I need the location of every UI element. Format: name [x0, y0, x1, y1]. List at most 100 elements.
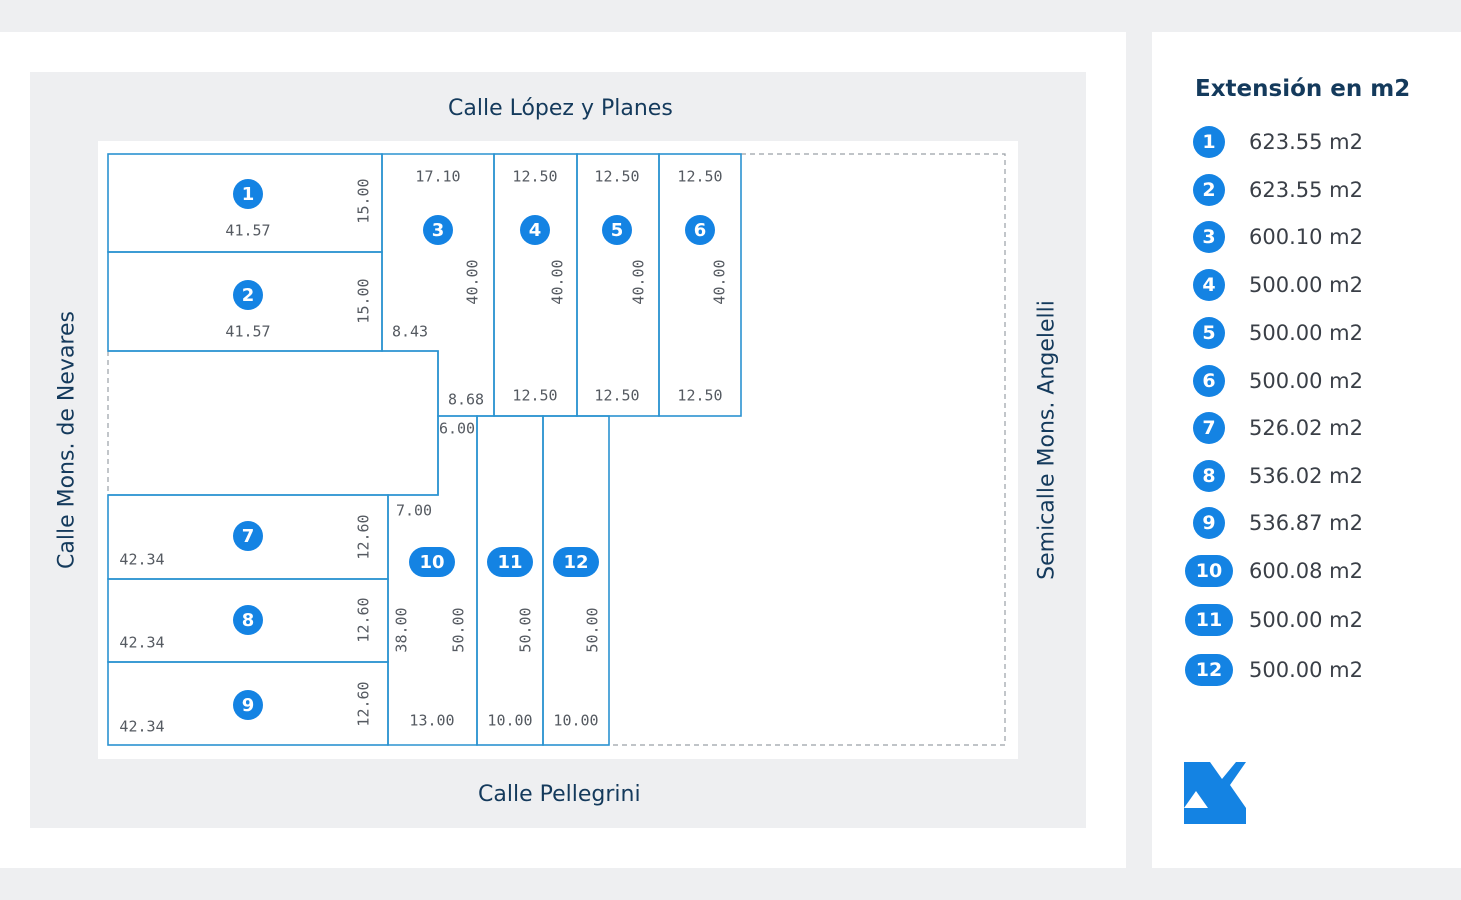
- measurements-layer: 41.5715.0041.5715.0017.1040.008.438.6812…: [119, 168, 728, 736]
- legend-lot-badge: 5: [1193, 317, 1225, 349]
- svg-text:8: 8: [242, 610, 255, 631]
- lot-3-measure: 8.43: [392, 323, 428, 341]
- lot-11-measure: 10.00: [487, 712, 532, 730]
- legend-lot-badge: 9: [1193, 507, 1225, 539]
- z-brand-logo-icon: [1184, 762, 1246, 824]
- legend-item-lot-12: 12 500.00 m2: [1185, 650, 1435, 690]
- lot-8-measure: 42.34: [119, 634, 164, 652]
- svg-text:9: 9: [242, 695, 255, 716]
- lot-1-measure: 15.00: [355, 178, 373, 223]
- lot-5-measure: 12.50: [594, 387, 639, 405]
- lot-4-badge[interactable]: 4: [520, 215, 550, 245]
- svg-text:4: 4: [529, 220, 542, 241]
- lot-7-badge[interactable]: 7: [233, 521, 263, 551]
- lot-7-measure: 42.34: [119, 551, 164, 569]
- lot-10-badge[interactable]: 10: [409, 547, 455, 577]
- legend-lot-badge: 1: [1193, 126, 1225, 158]
- lot-8-measure: 12.60: [355, 597, 373, 642]
- lot-6-measure: 12.50: [677, 168, 722, 186]
- street-label-bottom: Calle Pellegrini: [478, 782, 641, 807]
- lot-9-measure: 12.60: [355, 681, 373, 726]
- lot-6-measure: 40.00: [711, 259, 729, 304]
- svg-text:1: 1: [242, 184, 255, 205]
- lot-2-measure: 15.00: [355, 278, 373, 323]
- legend-lot-badge: 8: [1193, 460, 1225, 492]
- legend-lot-badge: 12: [1185, 654, 1233, 686]
- svg-text:2: 2: [242, 285, 255, 306]
- legend-item-lot-11: 11 500.00 m2: [1185, 600, 1435, 640]
- common-area-outline: [108, 350, 439, 496]
- logo-shape: [1184, 762, 1246, 824]
- legend-lot-area: 500.00 m2: [1249, 321, 1363, 345]
- legend-item-lot-9: 9 536.87 m2: [1185, 503, 1435, 543]
- legend-lot-area: 623.55 m2: [1249, 178, 1363, 202]
- lot-1-badge[interactable]: 1: [233, 179, 263, 209]
- street-label-top: Calle López y Planes: [448, 96, 673, 121]
- lot-5-badge[interactable]: 5: [602, 215, 632, 245]
- legend-lot-area: 536.02 m2: [1249, 464, 1363, 488]
- svg-text:10: 10: [419, 552, 444, 573]
- legend-lot-badge: 10: [1185, 555, 1233, 587]
- legend-lot-area: 500.00 m2: [1249, 608, 1363, 632]
- lots-layer: [107, 153, 742, 746]
- legend-lot-area: 500.00 m2: [1249, 369, 1363, 393]
- lot-7-measure: 12.60: [355, 514, 373, 559]
- lot-11-measure: 50.00: [517, 607, 535, 652]
- lot-12-outline: [542, 415, 610, 746]
- legend-lot-area: 600.10 m2: [1249, 225, 1363, 249]
- legend-panel: [1152, 32, 1461, 868]
- lot-9-badge[interactable]: 9: [233, 690, 263, 720]
- lot-1-measure: 41.57: [225, 222, 270, 240]
- legend-lot-area: 500.00 m2: [1249, 658, 1363, 682]
- legend-item-lot-1: 1 623.55 m2: [1185, 122, 1435, 162]
- lot-3-measure: 17.10: [415, 168, 460, 186]
- legend-item-lot-7: 7 526.02 m2: [1185, 408, 1435, 448]
- legend-lot-badge: 6: [1193, 365, 1225, 397]
- lot-4-measure: 40.00: [549, 259, 567, 304]
- lot-2-badge[interactable]: 2: [233, 280, 263, 310]
- lot-12-measure: 50.00: [584, 607, 602, 652]
- lot-5-measure: 12.50: [594, 168, 639, 186]
- lot-8-badge[interactable]: 8: [233, 605, 263, 635]
- parcel-boundary-dashed: [609, 153, 1006, 746]
- legend-title: Extensión en m2: [1195, 76, 1411, 102]
- lot-9-measure: 42.34: [119, 718, 164, 736]
- legend-lot-badge: 4: [1193, 269, 1225, 301]
- lot-10-measure: 13.00: [409, 712, 454, 730]
- lot-5-measure: 40.00: [630, 259, 648, 304]
- lot-10-measure: 38.00: [393, 607, 411, 652]
- parcel-area: [98, 141, 1018, 759]
- lot-4-measure: 12.50: [512, 387, 557, 405]
- svg-text:12: 12: [563, 552, 588, 573]
- legend-item-lot-8: 8 536.02 m2: [1185, 456, 1435, 496]
- legend-item-lot-4: 4 500.00 m2: [1185, 265, 1435, 305]
- lot-12-badge[interactable]: 12: [553, 547, 599, 577]
- street-label-right: Semicalle Mons. Angelelli: [1034, 300, 1060, 580]
- svg-text:7: 7: [242, 526, 255, 547]
- lot-3-badge[interactable]: 3: [423, 215, 453, 245]
- svg-text:11: 11: [497, 552, 522, 573]
- legend-item-lot-6: 6 500.00 m2: [1185, 361, 1435, 401]
- legend-item-lot-10: 10 600.08 m2: [1185, 551, 1435, 591]
- lot-2-measure: 41.57: [225, 323, 270, 341]
- lot-11-badge[interactable]: 11: [487, 547, 533, 577]
- svg-text:6: 6: [694, 220, 707, 241]
- svg-text:3: 3: [432, 220, 445, 241]
- lot-12-measure: 10.00: [553, 712, 598, 730]
- legend-lot-area: 623.55 m2: [1249, 130, 1363, 154]
- svg-text:5: 5: [611, 220, 624, 241]
- lot-6-outline: [658, 153, 742, 417]
- lot-6-badge[interactable]: 6: [685, 215, 715, 245]
- legend-lot-area: 526.02 m2: [1249, 416, 1363, 440]
- legend-lot-area: 536.87 m2: [1249, 511, 1363, 535]
- lot-6-measure: 12.50: [677, 387, 722, 405]
- legend-lot-badge: 11: [1185, 604, 1233, 636]
- legend-lot-area: 500.00 m2: [1249, 273, 1363, 297]
- legend-lot-area: 600.08 m2: [1249, 559, 1363, 583]
- lot-3-measure: 40.00: [464, 259, 482, 304]
- lot-10-measure: 50.00: [450, 607, 468, 652]
- legend-lot-badge: 7: [1193, 412, 1225, 444]
